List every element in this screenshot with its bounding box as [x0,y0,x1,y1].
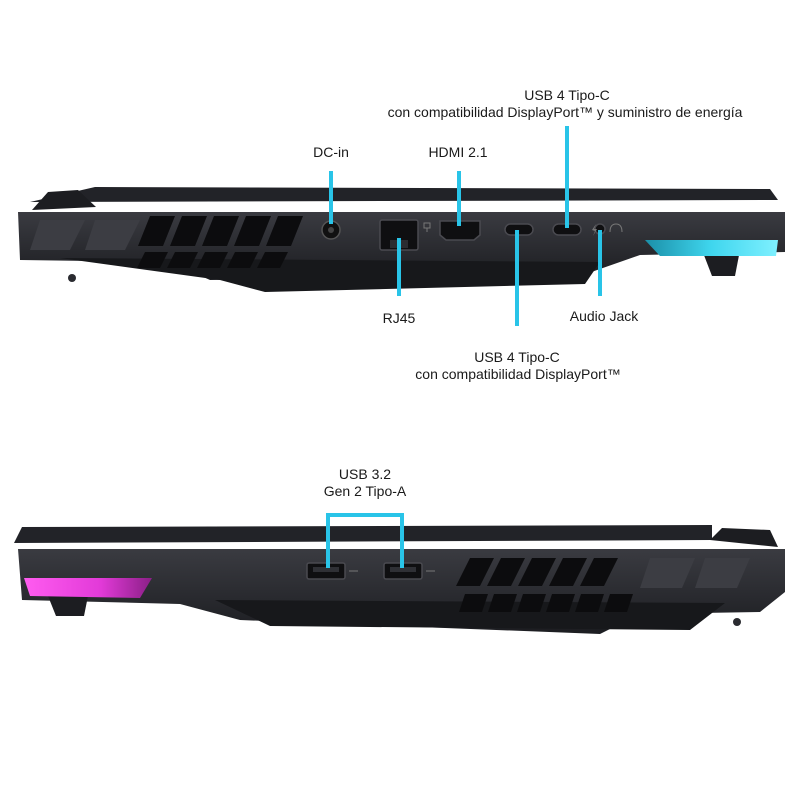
callout-lines-top [329,126,602,326]
label-usb4-dp-line1: USB 4 Tipo-C [474,349,560,365]
laptop-underside [60,258,600,292]
texture-pattern [30,220,140,250]
magenta-light-bar [24,578,152,598]
rubber-foot-left [48,596,88,616]
screw [68,274,76,282]
label-usb4-dp-line2: con compatibilidad DisplayPort™ [415,366,621,382]
rubber-foot-right [702,250,740,276]
vent-grille [137,216,303,268]
screw-bottom [733,618,741,626]
label-hdmi: HDMI 2.1 [428,144,488,160]
ethernet-icon [423,222,431,232]
hdmi-port [439,220,481,241]
rear-bump [32,190,96,210]
laptop-lid [30,187,778,202]
rear-bump-bottom [710,528,778,547]
label-rj45: RJ45 [382,310,416,326]
callout-usb32 [326,513,404,568]
label-audio-jack: Audio Jack [569,308,639,324]
label-usb4-pd-line2: con compatibilidad DisplayPort™ y sumini… [387,104,743,120]
vent-grille-bottom [456,558,633,612]
headphone-icon [609,223,623,233]
label-usb32-line1: USB 3.2 [338,466,392,482]
label-usb4-pd-line1: USB 4 Tipo-C [524,87,610,103]
thunderbolt-icon [592,224,597,236]
cyan-light-bar [645,240,778,256]
label-dc-in: DC-in [313,144,349,160]
texture-pattern-bottom [640,558,750,588]
label-usb32-line2: Gen 2 Tipo-A [323,483,407,499]
laptop-lid-bottom [14,525,712,543]
